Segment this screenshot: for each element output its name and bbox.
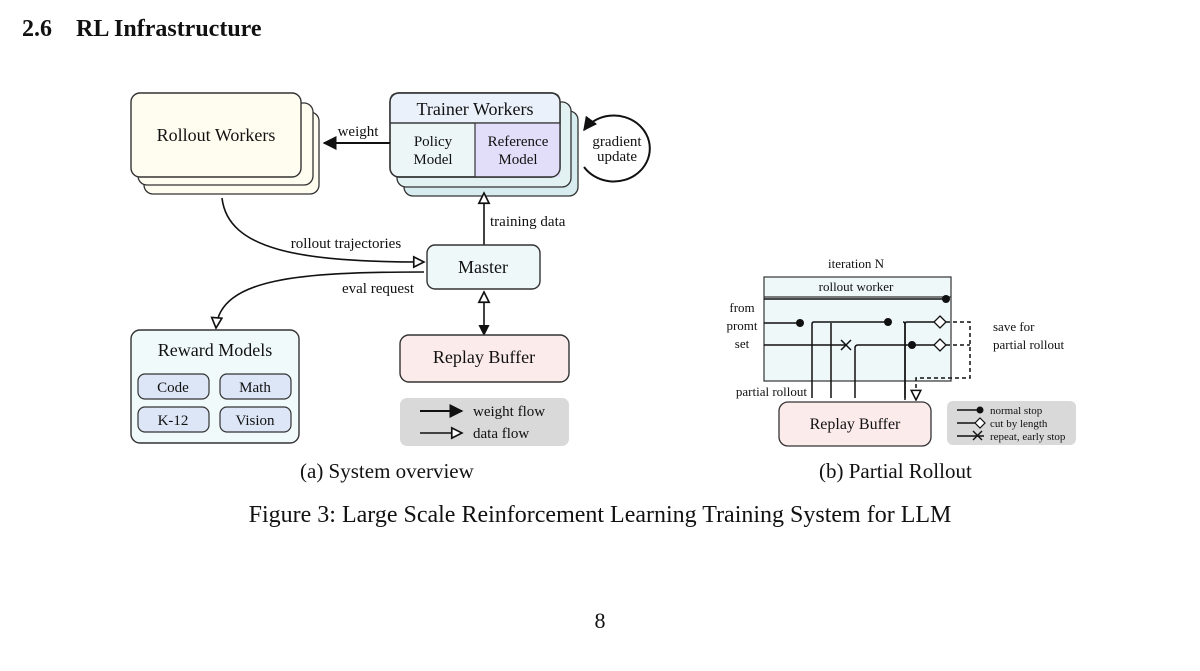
section-title: RL Infrastructure	[76, 16, 262, 42]
partial-rollout-label: partial rollout	[736, 384, 808, 399]
from-prompt-line3: set	[735, 336, 750, 351]
replay-buffer-box: Replay Buffer	[399, 334, 570, 383]
rollout-worker-box: rollout worker	[763, 276, 952, 382]
page-number: 8	[594, 608, 606, 633]
reward-item-math: Math	[239, 380, 271, 396]
rollout-workers-label: Rollout Workers	[157, 125, 276, 145]
rollout-markers	[796, 295, 950, 352]
legend-repeat-early-stop: repeat, early stop	[990, 431, 1066, 443]
from-prompt-line2: promt	[726, 318, 757, 333]
gradient-update-line2: update	[597, 149, 637, 165]
weight-label: weight	[338, 124, 380, 140]
eval-request-arrow	[216, 271, 425, 328]
flow-legend: weight flow data flow	[400, 398, 569, 446]
rollout-lines	[764, 298, 946, 400]
replay-buffer-box-b: Replay Buffer	[778, 401, 932, 447]
rollout-trajectories-label: rollout trajectories	[291, 236, 402, 252]
trainer-workers-label: Trainer Workers	[416, 99, 533, 119]
figure-caption: Figure 3: Large Scale Reinforcement Lear…	[248, 502, 952, 528]
iteration-label: iteration N	[828, 256, 885, 271]
replay-buffer-label: Replay Buffer	[433, 347, 535, 367]
reward-item-k12: K-12	[158, 413, 189, 429]
replay-buffer-label-b: Replay Buffer	[810, 416, 901, 433]
save-for-line1: save for	[993, 319, 1035, 334]
master-label: Master	[458, 257, 508, 277]
rollout-trajectories-arrow	[221, 197, 424, 262]
gradient-update-line1: gradient	[592, 134, 642, 150]
master-box: Master	[426, 244, 541, 290]
save-dashed-path	[916, 321, 971, 400]
reward-item-code: Code	[157, 380, 189, 396]
legend-weight-flow: weight flow	[473, 404, 545, 420]
training-data-label: training data	[490, 214, 566, 230]
stop-legend: normal stop cut by length repeat, early …	[947, 401, 1076, 445]
reward-item-vision: Vision	[235, 413, 275, 429]
legend-data-flow: data flow	[473, 426, 529, 442]
from-prompt-line1: from	[729, 300, 754, 315]
reference-model-line1: Reference	[488, 134, 549, 150]
legend-cut-by-length: cut by length	[990, 418, 1048, 430]
trainer-workers-stack: Trainer Workers Policy Model Reference M…	[389, 92, 579, 197]
rollout-worker-label: rollout worker	[819, 279, 894, 294]
section-heading: 2.6 RL Infrastructure	[22, 16, 262, 43]
caption-system-overview: (a) System overview	[300, 459, 474, 483]
eval-request-label: eval request	[342, 281, 415, 297]
rollout-workers-stack: Rollout Workers	[130, 92, 320, 195]
reward-models-box: Reward Models Code Math K-12 Vision	[130, 329, 300, 444]
reference-model-line2: Model	[498, 152, 537, 168]
policy-model-line2: Model	[413, 152, 452, 168]
reward-models-label: Reward Models	[158, 340, 272, 360]
save-for-line2: partial rollout	[993, 337, 1065, 352]
section-number: 2.6	[22, 16, 52, 42]
caption-partial-rollout: (b) Partial Rollout	[819, 459, 972, 483]
policy-model-line1: Policy	[414, 134, 453, 150]
legend-normal-stop: normal stop	[990, 405, 1043, 417]
gradient-update-loop: gradient update	[583, 114, 651, 183]
